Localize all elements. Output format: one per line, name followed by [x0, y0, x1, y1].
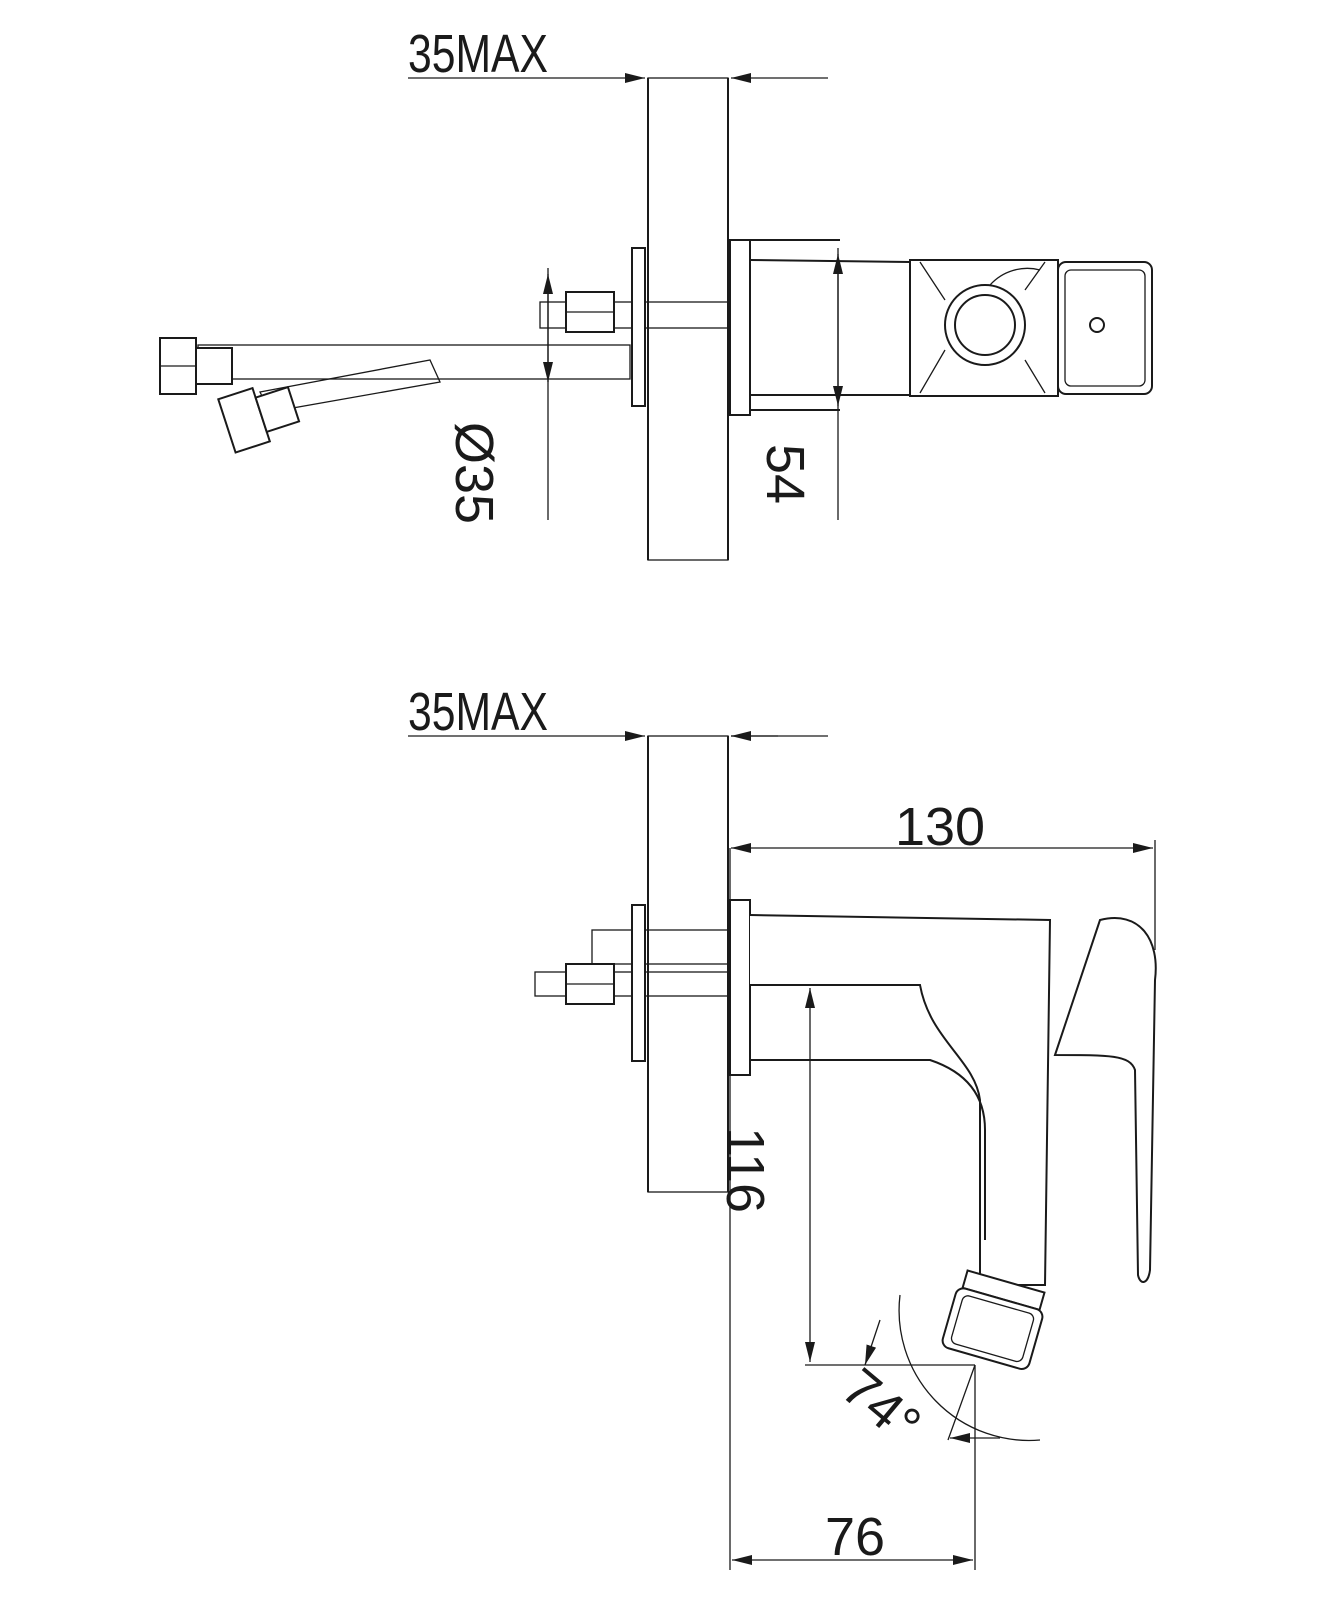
dim-35max-top: 35MAX [408, 24, 548, 84]
mixer-body [749, 914, 1052, 1286]
aerator [941, 1269, 1046, 1370]
hose [591, 929, 633, 965]
dim-130: 130 [895, 797, 985, 857]
backplate-nut [631, 247, 646, 407]
dim-35max-side: 35MAX [408, 682, 548, 742]
flange [729, 899, 751, 1076]
top-view: 35MAX Ø35 54 [159, 24, 1153, 561]
flange [729, 239, 751, 416]
dim-angle-74: 74° [831, 1357, 932, 1455]
lever-handle [1057, 261, 1153, 395]
dim-diameter-35: Ø35 [444, 422, 504, 524]
hose [197, 344, 631, 380]
side-view: 35MAX 130 116 74° [408, 682, 1157, 1570]
dim-76: 76 [825, 1507, 885, 1567]
spout-outlet [944, 284, 1026, 366]
hose-fitting [195, 347, 233, 385]
wall-section [647, 77, 729, 561]
screw-icon [1089, 317, 1105, 333]
dim-54: 54 [755, 444, 815, 504]
dim-116: 116 [715, 1127, 775, 1213]
backplate-nut [631, 904, 646, 1062]
lever-handle [1053, 917, 1157, 1283]
